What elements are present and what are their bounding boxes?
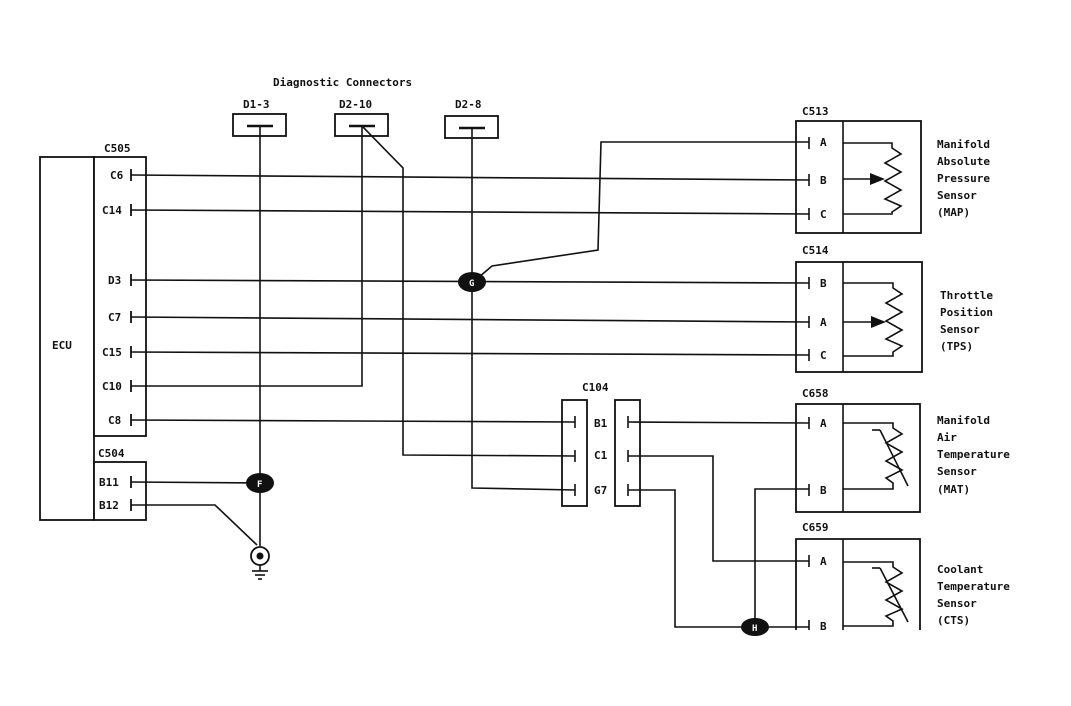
wire-c6-map-b xyxy=(130,174,810,181)
wire-d2-8-c104-g7 xyxy=(471,128,576,491)
connector-label-c505: C505 xyxy=(104,142,131,155)
pin-c10: C10 xyxy=(102,380,122,393)
map-pin-a: A xyxy=(820,136,827,149)
mat-sensor: C658 A B Manifold Air Temperature Sensor… xyxy=(795,387,1010,513)
cts-label-2: Temperature xyxy=(937,580,1010,593)
wires xyxy=(130,125,810,628)
mat-label-5: (MAT) xyxy=(937,483,970,496)
pin-c6: C6 xyxy=(110,169,124,182)
tps-label-3: Sensor xyxy=(940,323,980,336)
c104-pin-g7: G7 xyxy=(594,484,607,497)
connector-c505 xyxy=(93,156,147,437)
wire-c14-map-c xyxy=(130,209,810,215)
connector-label-c658: C658 xyxy=(802,387,829,400)
map-label-3: Pressure xyxy=(937,172,990,185)
splice-f-label: F xyxy=(257,480,262,490)
map-pin-b: B xyxy=(820,174,827,187)
cts-label-1: Coolant xyxy=(937,563,983,576)
tps-label-4: (TPS) xyxy=(940,340,973,353)
connector-label-c513: C513 xyxy=(802,105,829,118)
pin-c14: C14 xyxy=(102,204,122,217)
connector-c659 xyxy=(795,538,921,630)
ecu: ECU C505 C504 C6 C14 D3 C7 C15 C10 C8 B1… xyxy=(39,142,147,521)
map-label-2: Absolute xyxy=(937,155,990,168)
c104-pin-b1: B1 xyxy=(594,417,608,430)
connector-label-c104: C104 xyxy=(582,381,609,394)
mat-pin-b: B xyxy=(820,484,827,497)
wire-c10-d2-10 xyxy=(131,126,363,387)
ground-icon xyxy=(250,546,270,580)
wire-b11-splice-f xyxy=(130,481,261,484)
pin-b12: B12 xyxy=(99,499,119,512)
cts-label-3: Sensor xyxy=(937,597,977,610)
cts-label-4: (CTS) xyxy=(937,614,970,627)
tps-wiper-arrow-icon xyxy=(871,316,886,328)
map-label-1: Manifold xyxy=(937,138,990,151)
connector-label-d2-10: D2-10 xyxy=(339,98,372,111)
map-resistor-icon xyxy=(843,142,903,215)
wire-c104-b1-mat-a xyxy=(627,421,810,424)
splice-h xyxy=(741,618,769,636)
pin-c8: C8 xyxy=(108,414,121,427)
map-label-5: (MAP) xyxy=(937,206,970,219)
pin-c7: C7 xyxy=(108,311,121,324)
mat-label-3: Temperature xyxy=(937,448,1010,461)
connector-label-c504: C504 xyxy=(98,447,125,460)
cts-pin-b: B xyxy=(820,620,827,633)
pin-c15: C15 xyxy=(102,346,122,359)
mat-pin-a: A xyxy=(820,417,827,430)
tps-resistor-icon xyxy=(843,282,904,357)
ecu-body xyxy=(39,156,95,521)
splices: G F H xyxy=(246,272,769,636)
splice-h-label: H xyxy=(752,624,757,634)
wire-c104-c1-cts-a xyxy=(628,455,809,562)
map-pin-c: C xyxy=(820,208,827,221)
wire-b12-ground xyxy=(131,504,258,546)
splice-f xyxy=(246,473,274,493)
wire-c15-tps-c xyxy=(130,351,810,356)
pin-d3: D3 xyxy=(108,274,121,287)
wire-splice-h-mat-b xyxy=(754,488,809,627)
connector-label-c659: C659 xyxy=(802,521,829,534)
mat-label-4: Sensor xyxy=(937,465,977,478)
map-sensor: C513 A B C Manifold Absolute Pressure Se… xyxy=(795,105,990,234)
ecu-pin-labels: C6 C14 D3 C7 C15 C10 C8 B11 B12 xyxy=(99,169,124,512)
connector-label-d2-8: D2-8 xyxy=(455,98,482,111)
tps-label-2: Position xyxy=(940,306,993,319)
connector-c104: C104 B1 C1 G7 xyxy=(561,381,641,507)
wire-c104-g7-splice-h xyxy=(628,489,755,628)
splice-g xyxy=(458,272,486,292)
connector-c504 xyxy=(93,461,147,521)
map-label-4: Sensor xyxy=(937,189,977,202)
tps-sensor: C514 B A C Throttle Position Sensor (TPS… xyxy=(795,244,993,373)
connector-label-d1-3: D1-3 xyxy=(243,98,270,111)
connector-c513 xyxy=(795,120,922,234)
tps-pin-b: B xyxy=(820,277,827,290)
mat-label-2: Air xyxy=(937,431,957,444)
mat-label-1: Manifold xyxy=(937,414,990,427)
connector-c658 xyxy=(795,403,921,513)
c104-pin-c1: C1 xyxy=(594,449,608,462)
wire-splice-g-map-a xyxy=(471,141,809,284)
diagnostic-connectors-title: Diagnostic Connectors xyxy=(273,76,412,89)
wire-c8-c104-b1 xyxy=(130,419,576,423)
tps-pin-a: A xyxy=(820,316,827,329)
splice-g-label: G xyxy=(469,279,474,289)
cts-pin-a: A xyxy=(820,555,827,568)
wire-d2-10-c104-c1 xyxy=(361,125,576,457)
wire-c7-tps-a xyxy=(130,316,810,323)
pin-b11: B11 xyxy=(99,476,119,489)
tps-label-1: Throttle xyxy=(940,289,993,302)
cts-sensor: C659 A B Coolant Temperature Sensor (CTS… xyxy=(795,521,1010,633)
connector-label-c514: C514 xyxy=(802,244,829,257)
map-wiper-arrow-icon xyxy=(870,173,885,185)
ecu-label: ECU xyxy=(52,339,72,352)
tps-pin-c: C xyxy=(820,349,827,362)
connector-c514 xyxy=(795,261,923,373)
